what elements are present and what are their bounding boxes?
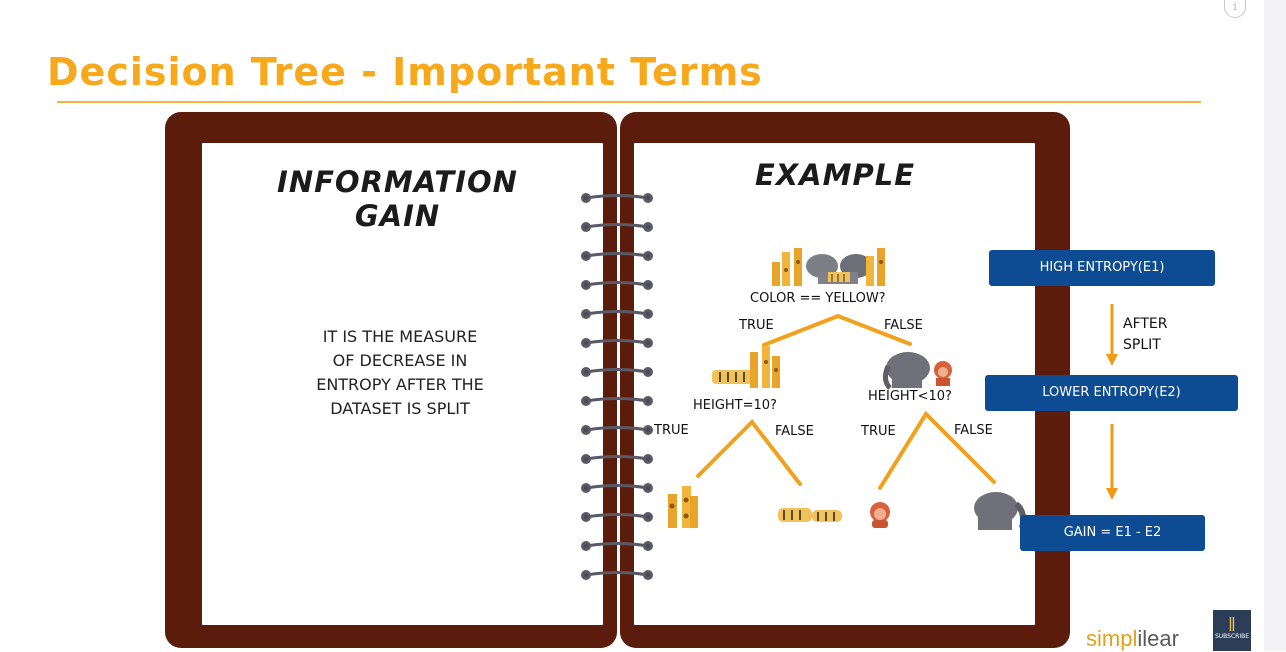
after-split-label: AFTER SPLIT <box>1123 314 1168 356</box>
spiral-ring-end <box>643 222 653 232</box>
spiral-ring-end <box>581 454 591 464</box>
heading-line: INFORMATION <box>277 165 518 199</box>
notebook-page-left <box>202 143 603 625</box>
spiral-ring <box>584 484 650 490</box>
spiral-ring-end <box>581 280 591 290</box>
after-split-line: SPLIT <box>1123 337 1161 353</box>
spiral-ring-end <box>643 425 653 435</box>
lower-entropy-box: LOWER ENTROPY(E2) <box>985 375 1238 411</box>
spiral-ring <box>584 194 650 200</box>
left-question-label: HEIGHT=10? <box>693 398 777 413</box>
spiral-ring-end <box>643 396 653 406</box>
spiral-ring-end <box>643 541 653 551</box>
spiral-ring-end <box>581 425 591 435</box>
spiral-ring-end <box>643 367 653 377</box>
spiral-ring <box>584 252 650 258</box>
heading-line: GAIN <box>354 199 441 233</box>
info-gain-heading: INFORMATION GAIN <box>240 165 555 233</box>
brand-logo: simplilear <box>1086 626 1179 652</box>
notebook-page-right <box>634 143 1035 625</box>
spiral-ring <box>584 397 650 403</box>
spiral-ring-end <box>643 483 653 493</box>
spiral-ring-end <box>581 251 591 261</box>
spiral-ring-end <box>643 309 653 319</box>
scrollbar-track[interactable] <box>1264 0 1286 651</box>
example-heading: EXAMPLE <box>754 158 915 192</box>
spiral-ring-end <box>581 309 591 319</box>
spiral-binding <box>581 193 653 580</box>
spiral-ring-end <box>581 367 591 377</box>
spiral-ring-end <box>643 454 653 464</box>
spiral-ring-end <box>581 222 591 232</box>
root-true-label: TRUE <box>739 318 774 333</box>
spiral-ring-end <box>643 251 653 261</box>
right-true-label: TRUE <box>861 424 896 439</box>
left-true-label: TRUE <box>654 423 689 438</box>
spiral-ring <box>584 426 650 432</box>
spiral-ring-end <box>643 193 653 203</box>
page-title: Decision Tree - Important Terms <box>47 50 763 94</box>
spiral-ring-end <box>643 512 653 522</box>
definition-line: DATASET IS SPLIT <box>330 399 470 418</box>
spiral-ring-end <box>643 338 653 348</box>
right-false-label: FALSE <box>954 423 993 438</box>
definition-line: OF DECREASE IN <box>332 351 468 370</box>
spiral-ring <box>584 455 650 461</box>
spiral-ring <box>584 513 650 519</box>
definition-line: ENTROPY AFTER THE <box>316 375 484 394</box>
spiral-ring <box>584 223 650 229</box>
spiral-ring <box>584 542 650 548</box>
spiral-ring-end <box>643 570 653 580</box>
info-gain-definition: IT IS THE MEASURE OF DECREASE IN ENTROPY… <box>265 325 535 421</box>
title-underline <box>57 101 1201 103</box>
spiral-ring <box>584 310 650 316</box>
subscribe-button[interactable]: ǁ SUBSCRIBE <box>1213 610 1251 651</box>
high-entropy-box: HIGH ENTROPY(E1) <box>989 250 1215 286</box>
definition-line: IT IS THE MEASURE <box>322 327 478 346</box>
brand-logo-part: ilear <box>1137 626 1179 651</box>
spiral-ring-end <box>581 541 591 551</box>
spiral-ring-end <box>581 338 591 348</box>
after-split-line: AFTER <box>1123 316 1168 332</box>
left-false-label: FALSE <box>775 424 814 439</box>
root-false-label: FALSE <box>884 318 923 333</box>
spiral-ring-end <box>643 280 653 290</box>
spiral-ring-end <box>581 570 591 580</box>
spiral-ring-end <box>581 512 591 522</box>
spiral-ring <box>584 368 650 374</box>
info-icon[interactable]: i <box>1224 0 1246 18</box>
gain-box: GAIN = E1 - E2 <box>1020 515 1205 551</box>
spiral-ring-end <box>581 396 591 406</box>
spiral-ring <box>584 571 650 577</box>
spiral-ring-end <box>581 193 591 203</box>
spiral-ring-end <box>581 483 591 493</box>
subscribe-icon: ǁ <box>1228 614 1236 632</box>
spiral-ring <box>584 281 650 287</box>
subscribe-label: SUBSCRIBE <box>1214 633 1250 640</box>
right-question-label: HEIGHT<10? <box>868 389 952 404</box>
root-question-label: COLOR == YELLOW? <box>750 291 886 306</box>
brand-logo-part: simpl <box>1086 626 1138 651</box>
spiral-ring <box>584 339 650 345</box>
